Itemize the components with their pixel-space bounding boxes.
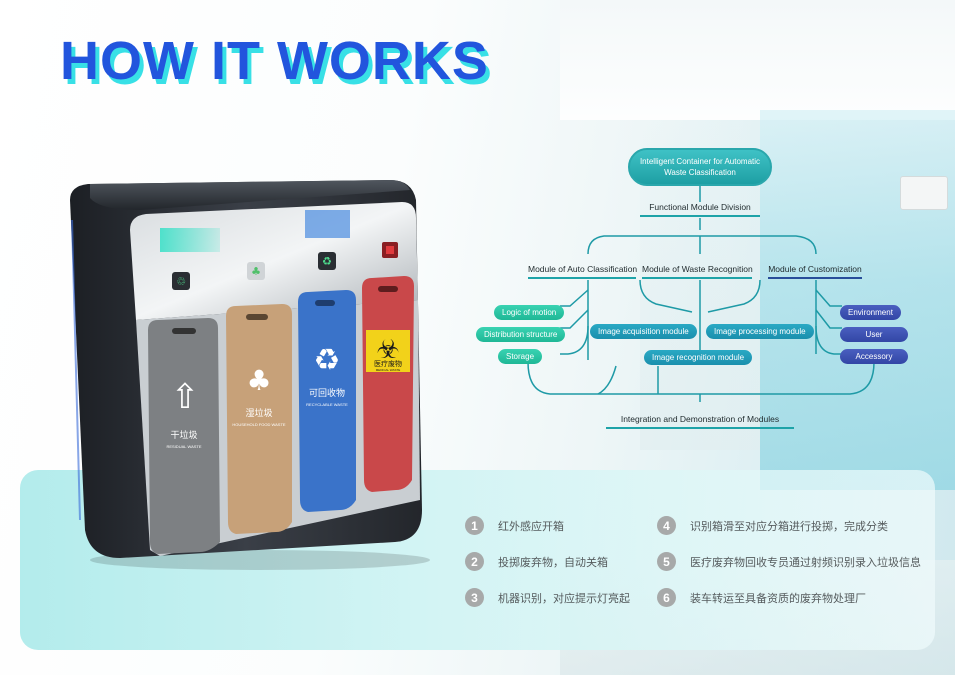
pill-image-recognition: Image recognition module xyxy=(644,350,753,365)
svg-text:☣: ☣ xyxy=(376,335,399,365)
module-customization: Module of Customization xyxy=(768,264,862,279)
diagram-connectors xyxy=(527,186,875,402)
svg-text:♣: ♣ xyxy=(251,265,261,278)
step-item: 5 医疗废弃物回收专员通过射频识别录入垃圾信息 xyxy=(657,552,921,571)
background-wall xyxy=(760,110,955,490)
step-text: 装车转运至具备资质的废弃物处理厂 xyxy=(690,591,866,605)
module-diagram: Intelligent Container for Automatic Wast… xyxy=(470,140,920,440)
module-auto-classification: Module of Auto Classification xyxy=(528,264,637,279)
page-title: HOW IT WORKS xyxy=(60,31,489,91)
pill-accessory: Accessory xyxy=(840,349,908,364)
svg-text:⇧: ⇧ xyxy=(171,377,200,417)
root-node: Intelligent Container for Automatic Wast… xyxy=(628,148,772,186)
step-number: 2 xyxy=(465,552,484,571)
pill-storage: Storage xyxy=(498,349,543,364)
bin-label-medical: 医疗废物 xyxy=(374,359,402,368)
pill-distribution-structure: Distribution structure xyxy=(476,327,566,342)
step-text: 红外感应开箱 xyxy=(498,519,564,533)
glow-bar xyxy=(160,228,220,252)
step-item: 1 红外感应开箱 xyxy=(465,516,564,535)
step-number: 1 xyxy=(465,516,484,535)
bin-sub-food: HOUSEHOLD FOOD WASTE xyxy=(232,422,286,427)
step-item: 4 识别箱滑至对应分箱进行投掷，完成分类 xyxy=(657,516,888,535)
background-ceiling xyxy=(560,0,955,120)
svg-text:♻: ♻ xyxy=(322,255,332,268)
step-item: 6 装车转运至具备资质的废弃物处理厂 xyxy=(657,588,866,607)
pill-image-acquisition: Image acquisition module xyxy=(590,324,697,339)
step-number: 5 xyxy=(657,552,676,571)
bin-label-recyclable: 可回收物 xyxy=(309,387,345,399)
svg-text:♣: ♣ xyxy=(246,364,271,397)
step-number: 4 xyxy=(657,516,676,535)
step-text: 医疗废弃物回收专员通过射频识别录入垃圾信息 xyxy=(690,555,921,569)
step-item: 3 机器识别，对应提示灯亮起 xyxy=(465,588,630,607)
bin-sub-recyclable: RECYCLABLE WASTE xyxy=(306,402,348,407)
svg-text:♲: ♲ xyxy=(176,275,186,288)
step-text: 识别箱滑至对应分箱进行投掷，完成分类 xyxy=(690,519,888,533)
pill-image-processing: Image processing module xyxy=(706,324,814,339)
integration-node: Integration and Demonstration of Modules xyxy=(606,414,794,429)
step-text: 投掷废弃物，自动关箱 xyxy=(498,555,608,569)
step-number: 3 xyxy=(465,588,484,607)
pill-environment: Environment xyxy=(840,305,901,320)
step-number: 6 xyxy=(657,588,676,607)
pill-user: User xyxy=(840,327,908,342)
step-text: 机器识别，对应提示灯亮起 xyxy=(498,591,630,605)
smart-bin-illustration: ♲ ♣ ♻ ⇧ ♣ ♻ ☣ 干垃圾 RESIDUAL WASTE 湿垃圾 HOU… xyxy=(60,180,430,570)
bin-label-food: 湿垃圾 xyxy=(245,407,272,419)
bin-sub-medical: MEDICAL WASTE xyxy=(376,368,401,372)
pill-logic-of-motion: Logic of motion xyxy=(494,305,565,320)
steps-list: 1 红外感应开箱 2 投掷废弃物，自动关箱 3 机器识别，对应提示灯亮起 4 识… xyxy=(465,512,935,622)
bin-sub-residual: RESIDUAL WASTE xyxy=(166,444,201,449)
bin-graphic: ♲ ♣ ♻ ⇧ ♣ ♻ ☣ 干垃圾 RESIDUAL WASTE 湿垃圾 HOU… xyxy=(70,180,430,570)
bin-label-residual: 干垃圾 xyxy=(170,429,197,441)
svg-text:♻: ♻ xyxy=(314,343,341,378)
functional-module-division: Functional Module Division xyxy=(640,202,760,217)
background-wall-box xyxy=(900,176,948,210)
module-waste-recognition: Module of Waste Recognition xyxy=(642,264,753,279)
step-item: 2 投掷废弃物，自动关箱 xyxy=(465,552,608,571)
